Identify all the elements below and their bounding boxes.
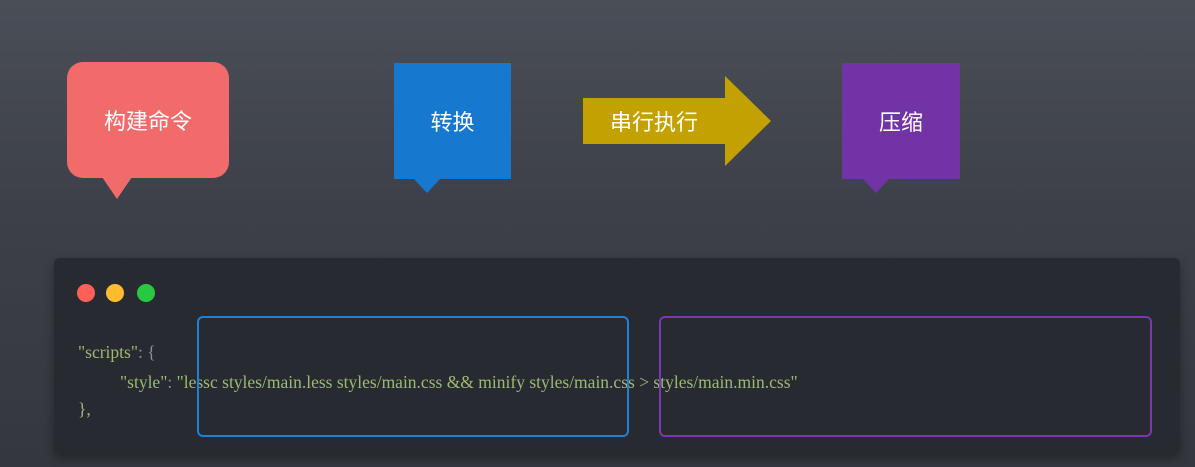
convert-callout-tail <box>413 178 441 193</box>
compress-highlight-box <box>659 316 1152 437</box>
style-colon: : <box>167 372 177 392</box>
window-close-dot <box>77 284 95 302</box>
scripts-open-brace: { <box>147 342 156 362</box>
build-command-callout-tail <box>102 177 132 199</box>
scripts-key: "scripts" <box>78 342 138 362</box>
compress-callout: 压缩 <box>842 63 960 193</box>
window-maximize-dot <box>137 284 155 302</box>
code-line-scripts: "scripts": { <box>78 342 156 363</box>
compress-callout-tail <box>862 178 890 193</box>
style-command-value: "lessc styles/main.less styles/main.css … <box>176 372 798 392</box>
serial-execution-label: 串行执行 <box>609 111 698 136</box>
convert-label: 转换 <box>430 111 475 136</box>
window-minimize-dot <box>106 284 124 302</box>
scripts-colon: : <box>137 342 148 362</box>
code-line-close-brace: }, <box>78 399 91 419</box>
arrow-right-icon <box>583 76 771 166</box>
build-command-label: 构建命令 <box>103 110 192 135</box>
code-window: "scripts": { "style": "lessc styles/main… <box>54 258 1180 454</box>
style-key: "style" <box>120 372 168 392</box>
build-command-callout: 构建命令 <box>67 62 229 199</box>
convert-callout: 转换 <box>394 63 511 193</box>
convert-highlight-box <box>197 316 629 437</box>
code-line-style: "style": "lessc styles/main.less styles/… <box>120 372 798 393</box>
serial-execution-arrow: 串行执行 <box>583 76 771 166</box>
compress-label: 压缩 <box>878 111 923 136</box>
